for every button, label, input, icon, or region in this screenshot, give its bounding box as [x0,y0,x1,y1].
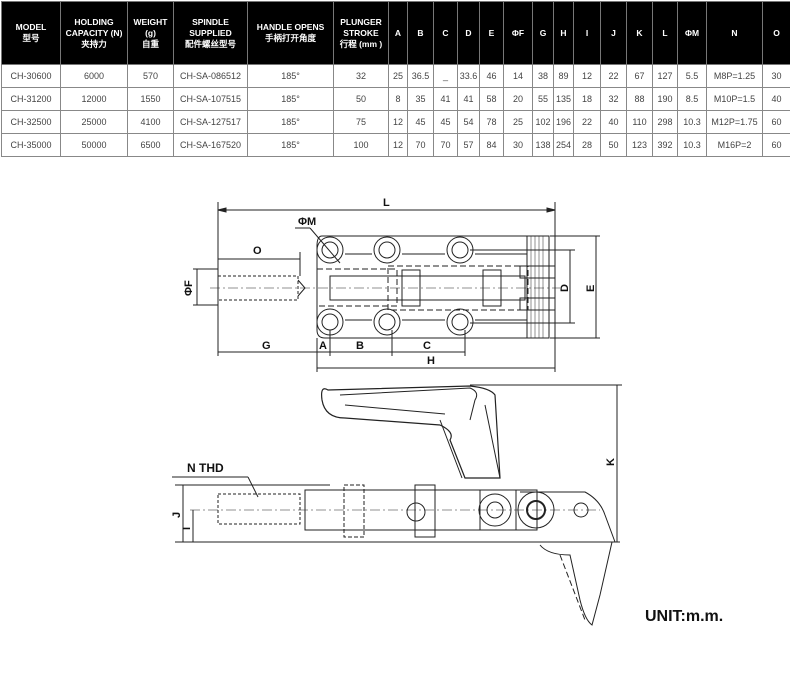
label-N-thd: N THD [187,461,224,475]
header-label: L [662,27,668,38]
table-cell: 12000 [60,87,128,111]
header-label: ΦF [511,27,525,38]
header-label-cn: 行程 (mm ) [339,38,383,49]
table-cell: 123 [626,133,653,157]
header-label: SPINDLE SUPPLIED [189,16,232,38]
header-label: K [636,27,643,38]
header-label: N [731,27,738,38]
table-cell: 41 [433,87,458,111]
table-cell: 6000 [60,64,128,88]
column-header: C [433,1,458,65]
header-label-cn: 自重 [141,38,159,49]
label-J: J [171,512,183,518]
label-K: K [605,458,617,466]
table-cell: 190 [652,87,678,111]
table-cell: CH-SA-167520 [173,133,248,157]
header-label-cn: 配件螺丝型号 [184,38,236,49]
header-label: E [488,27,495,38]
table-cell: 185° [247,87,334,111]
label-O: O [253,245,262,257]
column-header: E [479,1,504,65]
header-label: G [539,27,547,38]
column-header: H [553,1,574,65]
label-C: C [423,340,431,352]
label-G: G [262,340,271,352]
top-view: L O ΦF ΦM D E G A B C H [183,197,600,372]
column-header: WEIGHT (g)自重 [127,1,174,65]
label-L: L [383,197,390,209]
label-M: ΦM [298,216,316,228]
header-label: HOLDING CAPACITY (N) [65,16,123,38]
column-header: HOLDING CAPACITY (N)夹持力 [60,1,128,65]
table-cell: 25000 [60,110,128,134]
table-cell: CH-32500 [1,110,61,134]
column-header: O [762,1,790,65]
header-label: J [611,27,616,38]
column-header: ΦF [503,1,533,65]
side-view: J I N THD K [171,384,622,626]
header-label-cn: 手柄打开角度 [264,33,316,43]
header-label: B [417,27,424,38]
header-label: PLUNGER STROKE [340,16,382,38]
table-cell: M16P=2 [706,133,763,157]
table-cell: 35 [407,87,434,111]
header-label: O [773,27,780,38]
table-cell: 12 [388,133,408,157]
label-D: D [559,284,571,292]
label-H: H [427,355,435,367]
header-label: H [560,27,567,38]
table-cell: 10.3 [677,133,707,157]
column-header: D [457,1,480,65]
column-header: L [652,1,678,65]
label-F: ΦF [183,280,195,296]
table-cell: 110 [626,110,653,134]
header-label: HANDLE OPENS [256,22,325,32]
table-cell: CH-SA-127517 [173,110,248,134]
column-header: B [407,1,434,65]
table-cell: 5.5 [677,64,707,88]
table-cell: 50 [600,133,627,157]
header-label: C [442,27,449,38]
table-cell: 60 [762,110,790,134]
header-label: A [394,27,402,38]
header-label: MODEL [15,22,47,32]
header-label-cn: 夹持力 [81,38,107,49]
column-header: J [600,1,627,65]
table-cell: 28 [573,133,601,157]
header-label: D [465,27,472,38]
table-cell: 45 [407,110,434,134]
column-header: A [388,1,408,65]
header-label: I [585,27,589,38]
column-header: ΦM [677,1,707,65]
label-I: I [181,527,193,530]
header-label: ΦM [684,27,700,38]
table-cell: 14 [503,64,533,88]
table-cell: 6500 [127,133,174,157]
table-cell: 185° [247,133,334,157]
table-cell: M8P=1.25 [706,64,763,88]
header-label-cn: 型号 [22,33,40,43]
table-cell: 22 [573,110,601,134]
unit-label: UNIT:m.m. [645,608,724,625]
table-cell: 88 [626,87,653,111]
label-E: E [585,285,597,292]
table-cell: 50 [333,87,389,111]
label-B: B [356,340,364,352]
label-A: A [319,340,327,352]
column-header: I [573,1,601,65]
header-label: WEIGHT (g) [133,16,168,38]
mount-holes [316,236,474,336]
table-cell: 70 [433,133,458,157]
table-cell: 25 [503,110,533,134]
table-cell: 84 [479,133,504,157]
